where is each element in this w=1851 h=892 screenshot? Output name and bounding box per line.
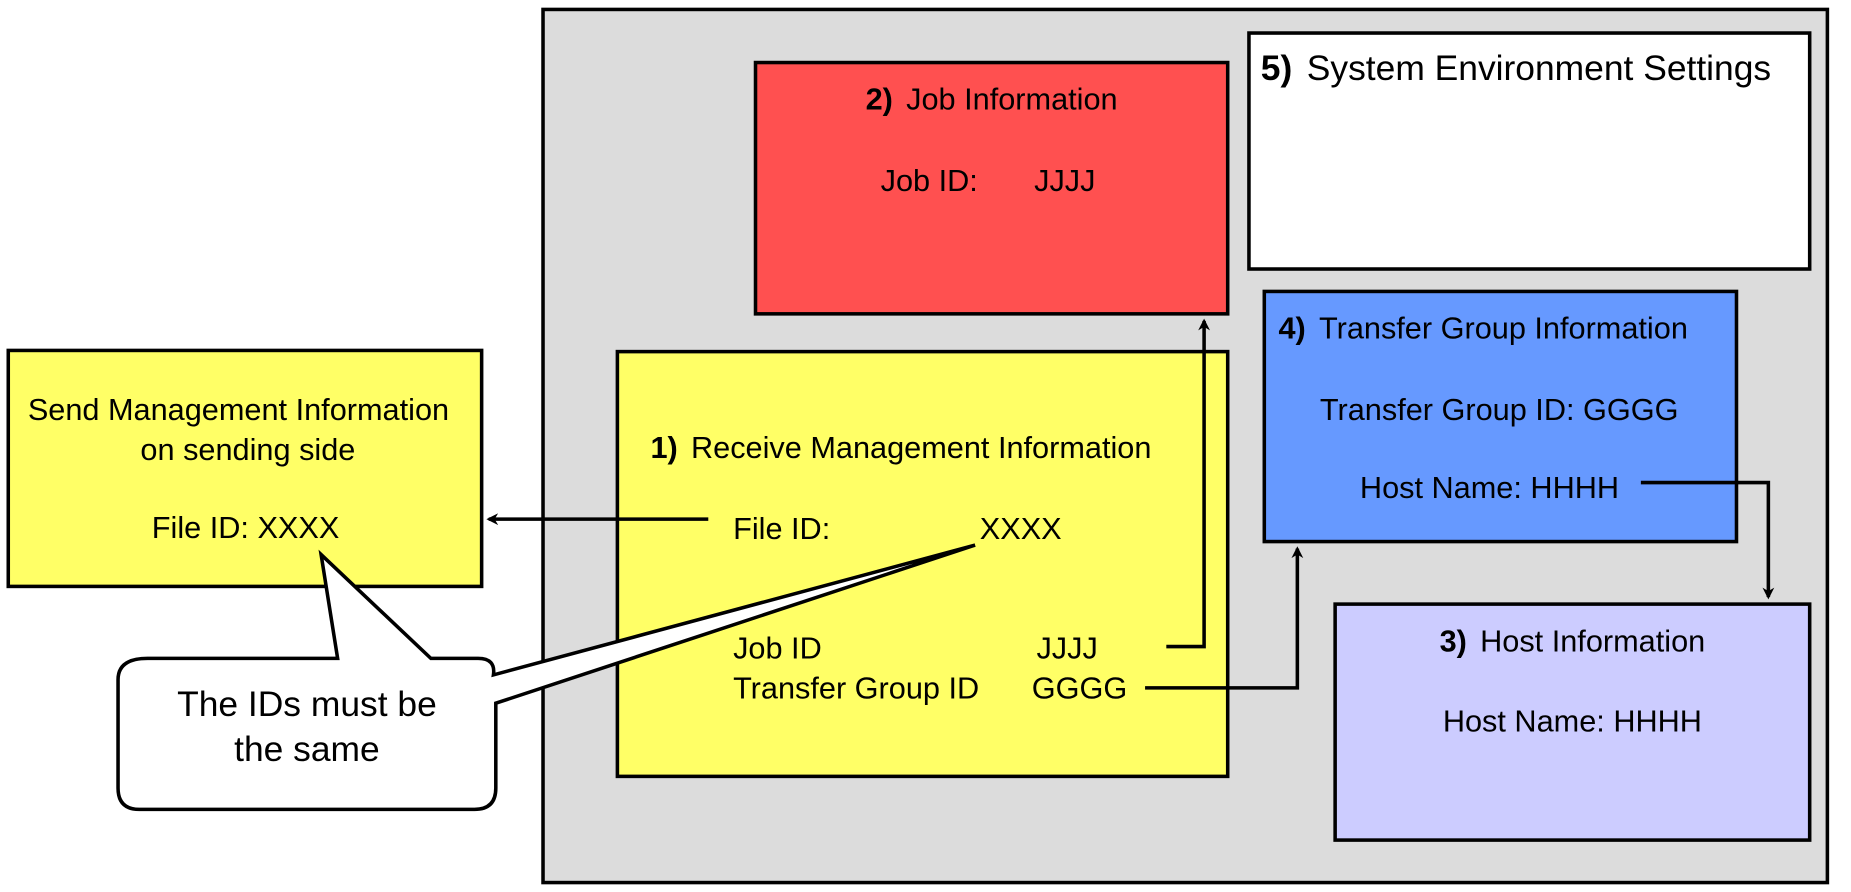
- transfer-group-host-name: Host Name: HHHH: [1360, 470, 1619, 505]
- receive-job-id-value: JJJJ: [1036, 630, 1097, 665]
- host-name-label: Host Name:: [1443, 704, 1605, 739]
- receive-file-id-label: File ID:: [733, 511, 830, 546]
- receive-transfer-group-id-value: GGGG: [1032, 671, 1127, 706]
- receive-job-id-label: Job ID: [733, 630, 822, 665]
- receive-management-info-box: 1) Receive Management Information File I…: [615, 349, 1230, 779]
- transfer-group-box-number: 4): [1278, 311, 1305, 346]
- host-name: Host Name: HHHH: [1443, 704, 1702, 739]
- job-box-number: 2): [866, 82, 893, 117]
- send-box-title-line2: on sending side: [140, 432, 355, 467]
- job-info-box: 2) Job Information Job ID: JJJJ: [753, 60, 1230, 316]
- callout-line2: the same: [234, 729, 380, 769]
- host-box-number: 3): [1440, 623, 1467, 658]
- transfer-group-id: Transfer Group ID: GGGG: [1320, 392, 1679, 427]
- ids-must-match-callout: The IDs must be the same: [116, 543, 976, 812]
- transfer-group-id-label: Transfer Group ID:: [1320, 392, 1575, 427]
- transfer-group-info-box: 4) Transfer Group Information Transfer G…: [1262, 289, 1739, 544]
- send-file-id-label: File ID:: [152, 510, 249, 545]
- receive-box-title-text: Receive Management Information: [691, 430, 1151, 465]
- transfer-group-box-rect: [1262, 289, 1739, 544]
- send-box-rect: [6, 348, 484, 589]
- transfer-group-box-title-text: Transfer Group Information: [1319, 311, 1688, 346]
- job-box-title: 2) Job Information: [866, 82, 1118, 117]
- receive-box-title: 1) Receive Management Information: [650, 430, 1151, 465]
- host-box-title: 3) Host Information: [1440, 623, 1706, 658]
- host-box-rect: [1333, 602, 1812, 842]
- callout-line1: The IDs must be: [177, 684, 437, 724]
- send-management-info-box: Send Management Information on sending s…: [6, 348, 484, 589]
- job-box-rect: [753, 60, 1230, 316]
- receive-file-id-value: XXXX: [980, 511, 1062, 546]
- host-name-arrow: [1640, 480, 1775, 600]
- receive-box-number: 1): [650, 430, 677, 465]
- transfer-group-host-name-label: Host Name:: [1360, 470, 1522, 505]
- send-file-id-value: XXXX: [257, 510, 339, 545]
- transfer-group-id-arrow: [1145, 546, 1304, 690]
- system-box-rect: [1247, 31, 1812, 271]
- system-box-title-text: System Environment Settings: [1307, 48, 1771, 88]
- job-id-value: JJJJ: [1034, 163, 1095, 198]
- transfer-group-id-value: GGGG: [1583, 392, 1678, 427]
- system-box-title: 5) System Environment Settings: [1261, 48, 1771, 88]
- host-name-value: HHHH: [1613, 704, 1702, 739]
- receive-transfer-group-id-label: Transfer Group ID: [733, 671, 979, 706]
- job-id-label: Job ID:: [881, 163, 978, 198]
- transfer-group-host-name-value: HHHH: [1530, 470, 1619, 505]
- system-box-number: 5): [1261, 48, 1292, 88]
- host-box-title-text: Host Information: [1480, 623, 1705, 658]
- callout-shape: [116, 543, 976, 812]
- send-box-title-line1: Send Management Information: [28, 392, 449, 427]
- job-box-title-text: Job Information: [906, 82, 1117, 117]
- job-id-arrow: [1166, 318, 1210, 649]
- system-environment-settings-box: 5) System Environment Settings: [1247, 31, 1812, 271]
- transfer-group-box-title: 4) Transfer Group Information: [1278, 311, 1687, 346]
- host-info-box: 3) Host Information Host Name: HHHH: [1333, 602, 1812, 842]
- send-file-id: File ID: XXXX: [152, 510, 340, 545]
